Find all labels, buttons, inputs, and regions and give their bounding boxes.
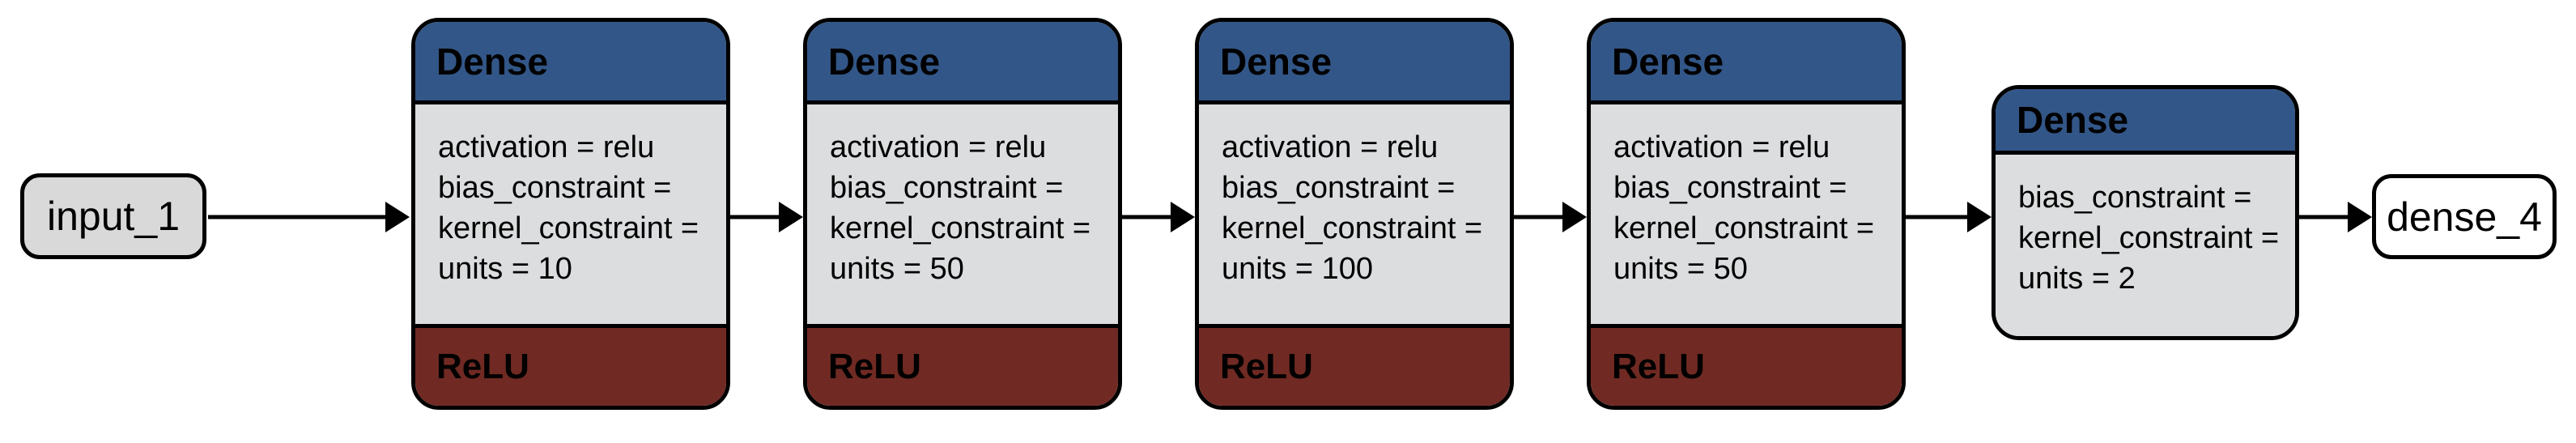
arrowhead-icon: [1967, 202, 1992, 232]
arrow-line: [1906, 215, 1972, 219]
layer-title: Dense: [1612, 40, 1724, 83]
flow-arrow: [1906, 201, 1992, 233]
flow-arrow: [1514, 201, 1587, 233]
flow-arrow: [2299, 201, 2372, 233]
activation-label: ReLU: [828, 347, 921, 386]
layer-card-dense-4: Dense activation = relu bias_constraint …: [1587, 18, 1906, 410]
layer-header: Dense: [807, 22, 1118, 104]
activation-label: ReLU: [1220, 347, 1313, 386]
layer-params: activation = relu bias_constraint = kern…: [807, 104, 1118, 324]
activation-footer: ReLU: [1591, 324, 1902, 406]
arrowhead-icon: [779, 202, 803, 232]
layer-header: Dense: [415, 22, 726, 104]
activation-footer: ReLU: [807, 324, 1118, 406]
param-line: kernel_constraint =: [1222, 211, 1483, 245]
param-line: bias_constraint =: [2018, 181, 2252, 215]
param-line: bias_constraint =: [1222, 171, 1456, 205]
param-line: activation = relu: [438, 130, 655, 164]
param-line: kernel_constraint =: [2018, 221, 2280, 255]
param-line: units = 10: [438, 252, 572, 286]
flow-arrow: [730, 201, 803, 233]
layer-card-dense-3: Dense activation = relu bias_constraint …: [1195, 18, 1514, 410]
flow-arrow: [1122, 201, 1195, 233]
layer-card-dense-5: Dense bias_constraint = kernel_constrain…: [1992, 85, 2299, 340]
input-node-label: input_1: [46, 194, 181, 239]
layer-card-dense-1: Dense activation = relu bias_constraint …: [411, 18, 730, 410]
param-line: units = 2: [2018, 262, 2136, 296]
activation-footer: ReLU: [415, 324, 726, 406]
layer-header: Dense: [1591, 22, 1902, 104]
param-line: kernel_constraint =: [830, 211, 1091, 245]
param-line: units = 50: [830, 252, 964, 286]
layer-params: activation = relu bias_constraint = kern…: [1199, 104, 1510, 324]
arrow-line: [1122, 215, 1175, 219]
param-line: bias_constraint =: [438, 171, 672, 205]
param-line: units = 100: [1222, 252, 1373, 286]
layer-card-dense-2: Dense activation = relu bias_constraint …: [803, 18, 1122, 410]
activation-label: ReLU: [436, 347, 529, 386]
layer-params: bias_constraint = kernel_constraint = un…: [1996, 155, 2295, 336]
arrow-line: [730, 215, 784, 219]
output-node-label: dense_4: [2387, 194, 2542, 240]
arrow-line: [208, 215, 390, 219]
output-node: dense_4: [2372, 174, 2557, 259]
param-line: activation = relu: [1222, 130, 1439, 164]
param-line: activation = relu: [830, 130, 1047, 164]
arrowhead-icon: [1562, 202, 1587, 232]
layer-title: Dense: [1220, 40, 1333, 83]
layer-header: Dense: [1199, 22, 1510, 104]
layer-title: Dense: [2017, 99, 2129, 141]
layer-header: Dense: [1996, 89, 2295, 155]
arrow-line: [1514, 215, 1567, 219]
layer-params: activation = relu bias_constraint = kern…: [415, 104, 726, 324]
layer-title: Dense: [828, 40, 941, 83]
input-node: input_1: [20, 173, 206, 259]
layer-title: Dense: [436, 40, 549, 83]
param-line: kernel_constraint =: [438, 211, 699, 245]
activation-footer: ReLU: [1199, 324, 1510, 406]
param-line: bias_constraint =: [1613, 171, 1847, 205]
param-line: bias_constraint =: [830, 171, 1064, 205]
param-line: kernel_constraint =: [1613, 211, 1875, 245]
arrow-line: [2299, 215, 2353, 219]
activation-label: ReLU: [1612, 347, 1705, 386]
flow-arrow: [208, 201, 410, 233]
arrowhead-icon: [1171, 202, 1195, 232]
param-line: units = 50: [1613, 252, 1748, 286]
arrowhead-icon: [2348, 202, 2372, 232]
layer-params: activation = relu bias_constraint = kern…: [1591, 104, 1902, 324]
param-line: activation = relu: [1613, 130, 1830, 164]
arrowhead-icon: [385, 202, 410, 232]
